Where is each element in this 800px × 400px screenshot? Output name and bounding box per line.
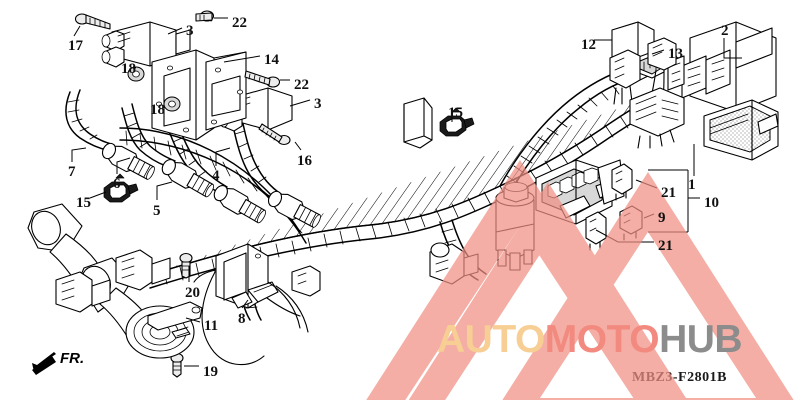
callout-3-lower: 3: [314, 96, 322, 112]
spark-plug-cap-5: [213, 184, 267, 224]
callout-15-left: 15: [76, 195, 91, 211]
callout-7: 7: [68, 164, 76, 180]
callout-22-upper: 22: [232, 15, 247, 31]
relay-harness-connector: [629, 87, 685, 149]
callout-21-upper: 21: [661, 185, 676, 201]
callout-16: 16: [297, 153, 312, 169]
callout-18-upper: 18: [121, 61, 136, 77]
ignition-coil-bracket-14: [151, 49, 247, 141]
grommet-18-upper: [127, 66, 145, 82]
callout-11: 11: [204, 318, 219, 334]
regulator-bolt-20: [179, 252, 193, 279]
screw-16: [258, 123, 291, 146]
callout-18-lower: 18: [150, 102, 165, 118]
front-label: FR.: [60, 350, 84, 367]
callout-2: 2: [721, 23, 729, 39]
horn-mount-bolt-19: [170, 352, 184, 378]
callout-8: 8: [238, 311, 246, 327]
callout-1: 1: [688, 177, 696, 193]
connector-plug-b: [55, 271, 111, 313]
spark-plug-cap-6: [161, 158, 215, 198]
voltage-regulator-8: [193, 243, 309, 333]
connector-plug-a: [115, 249, 171, 291]
flange-bolt-22-upper: [195, 10, 215, 22]
spark-plug-cap-7: [101, 142, 155, 180]
callout-3-upper: 3: [186, 23, 194, 39]
callout-22-lower: 22: [294, 77, 309, 93]
callout-12: 12: [581, 37, 596, 53]
grommet-18-lower: [163, 96, 181, 112]
callout-4: 4: [212, 168, 220, 184]
multi-pin-connector-housing-1: [703, 99, 779, 161]
callout-10: 10: [704, 195, 719, 211]
flange-bolt-17: [74, 13, 111, 30]
callout-13: 13: [668, 46, 683, 62]
harness-rubber-boot: [403, 97, 433, 149]
callout-14: 14: [264, 52, 279, 68]
front-orientation-marker: FR.: [30, 348, 102, 379]
callout-9: 9: [658, 210, 666, 226]
flange-bolt-22-lower: [244, 70, 281, 88]
spark-plug-cap-4: [267, 190, 321, 228]
callout-19: 19: [203, 364, 218, 380]
callout-17: 17: [68, 38, 83, 54]
callout-21-lower: 21: [658, 238, 673, 254]
harness-clamp-15-left: [103, 173, 139, 203]
callout-6: 6: [113, 176, 121, 192]
callout-15-center: 15: [448, 105, 463, 121]
junction-connector-block-2: [667, 21, 777, 113]
ignition-coil-upper-3: [101, 21, 191, 68]
harness-end-connector-small: [291, 265, 321, 297]
horn-11: [125, 301, 203, 359]
callout-20: 20: [185, 285, 200, 301]
callout-5: 5: [153, 203, 161, 219]
